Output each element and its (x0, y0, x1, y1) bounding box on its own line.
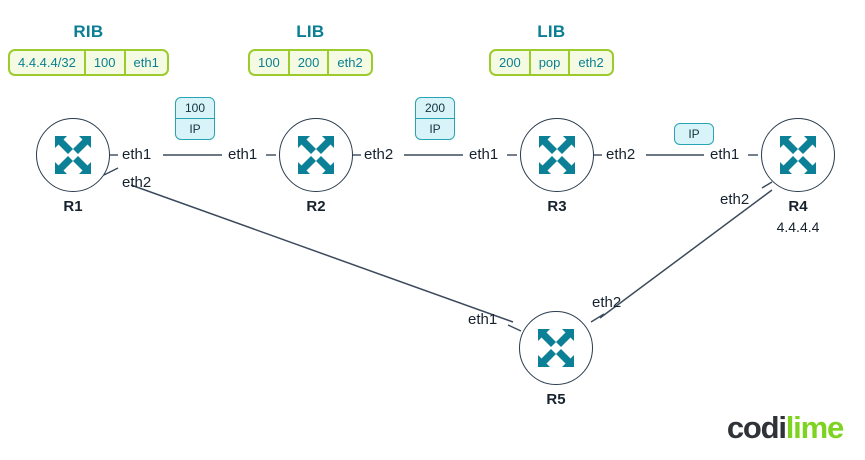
packet-label-100-seg-0: 100 (176, 98, 214, 119)
router-arrow-0 (539, 136, 557, 154)
lib-r2-cell-0: 100 (250, 51, 290, 74)
rib-r1-cell-0: 4.4.4.4/32 (10, 51, 86, 74)
port-r3-eth1: eth1 (469, 146, 499, 163)
router-r2[interactable]: R2 (279, 118, 353, 215)
port-r2-eth1: eth1 (228, 146, 258, 163)
router-circle-r1 (36, 118, 110, 192)
router-r3[interactable]: R3 (520, 118, 594, 215)
router-arrow-3 (556, 349, 574, 367)
router-r4[interactable]: R4 4.4.4.4 (761, 118, 835, 235)
router-arrow-3 (73, 156, 91, 174)
router-arrow-2 (538, 349, 556, 367)
router-label-r1: R1 (63, 198, 83, 215)
packet-label-100-seg-1: IP (189, 122, 201, 136)
rib-r1-title: RIB (73, 22, 104, 41)
router-r1[interactable]: R1 (36, 118, 110, 215)
lib-r3-cell-2: eth2 (578, 55, 604, 70)
router-circle-r2 (279, 118, 353, 192)
router-arrows-icon (55, 136, 91, 174)
router-arrow-1 (73, 136, 91, 154)
router-arrow-2 (55, 156, 73, 174)
router-arrow-1 (556, 329, 574, 347)
packet-label-200-seg-1: IP (429, 122, 441, 136)
router-arrow-2 (780, 156, 798, 174)
packet-ip-only: IP (674, 123, 714, 145)
router-arrows-icon (780, 136, 816, 174)
router-arrows-icon (539, 136, 575, 174)
port-r4-eth1: eth1 (710, 146, 740, 163)
router-arrow-1 (798, 136, 816, 154)
link-r4-r5 (599, 189, 773, 319)
rib-r1-cell-2: eth1 (133, 55, 159, 70)
logo-text-lime: lime (785, 410, 844, 445)
router-ip-r4: 4.4.4.4 (776, 219, 820, 235)
port-r4-eth2: eth2 (720, 191, 750, 208)
lib-r2-cell-2: eth2 (337, 55, 363, 70)
router-arrow-0 (780, 136, 798, 154)
lib-r2-title: LIB (296, 22, 325, 41)
router-circle-r3 (520, 118, 594, 192)
router-arrow-3 (316, 156, 334, 174)
lib-r2-cell-1: 200 (290, 51, 330, 74)
router-arrow-3 (798, 156, 816, 174)
router-circle-r5 (519, 311, 593, 385)
router-arrow-0 (538, 329, 556, 347)
port-r5-eth2: eth2 (592, 294, 622, 311)
port-r1-eth2: eth2 (122, 174, 152, 191)
port-r3-eth2: eth2 (606, 146, 636, 163)
port-r5-eth1: eth1 (468, 311, 498, 328)
port-r1-eth1: eth1 (122, 146, 152, 163)
router-arrow-1 (316, 136, 334, 154)
router-circle-r4 (761, 118, 835, 192)
router-arrow-0 (55, 136, 73, 154)
port-r2-eth2: eth2 (364, 146, 394, 163)
packet-ip-only-seg-0: IP (688, 127, 700, 141)
router-arrow-1 (557, 136, 575, 154)
router-arrow-2 (298, 156, 316, 174)
logo-text-codi: codi (726, 410, 787, 445)
router-label-r4: R4 (788, 198, 808, 215)
router-arrow-3 (557, 156, 575, 174)
router-label-r3: R3 (547, 198, 567, 215)
packet-label-200-seg-0: 200 (416, 98, 454, 119)
router-label-r2: R2 (306, 198, 326, 215)
lib-r3-cell-1: pop (531, 51, 571, 74)
router-arrows-icon (298, 136, 334, 174)
lib-r3-title: LIB (537, 22, 566, 41)
lib-r3-cell-0: 200 (491, 51, 531, 74)
rib-r1-cell-1: 100 (86, 51, 126, 74)
codilime-logo: codilime (726, 410, 844, 445)
router-arrow-2 (539, 156, 557, 174)
router-arrow-0 (298, 136, 316, 154)
router-label-r5: R5 (546, 391, 566, 408)
router-arrows-icon (538, 329, 574, 367)
router-r5[interactable]: R5 (519, 311, 593, 408)
